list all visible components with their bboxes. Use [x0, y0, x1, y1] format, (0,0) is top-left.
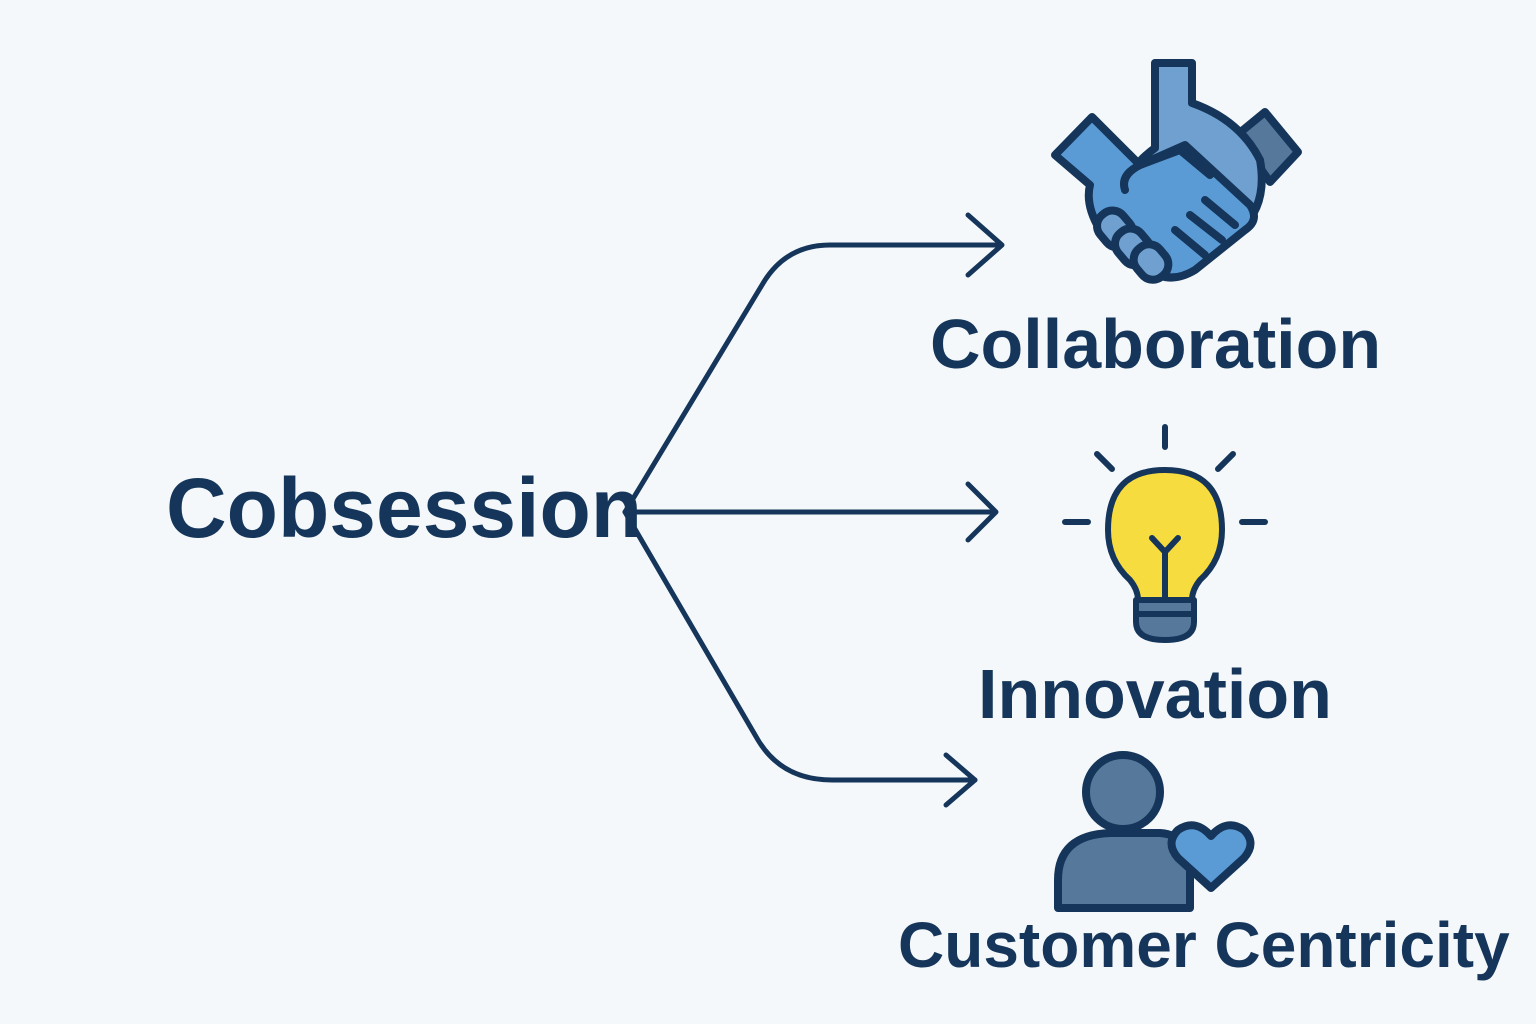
lightbulb-icon	[1062, 424, 1268, 643]
connector-collaboration	[622, 242, 1003, 515]
branch-label-collaboration: Collaboration	[930, 305, 1381, 383]
branch-label-customer-centricity: Customer Centricity	[898, 909, 1510, 981]
root-label: Cobsession	[166, 461, 642, 555]
customer-heart-icon	[1054, 751, 1255, 912]
branch-label-innovation: Innovation	[978, 655, 1332, 733]
arrowhead-customer-centricity	[943, 752, 978, 808]
handshake-icon	[1051, 59, 1302, 284]
arrowhead-collaboration	[965, 212, 1005, 278]
arrowhead-innovation	[965, 481, 999, 543]
connector-customer-centricity	[622, 509, 978, 783]
